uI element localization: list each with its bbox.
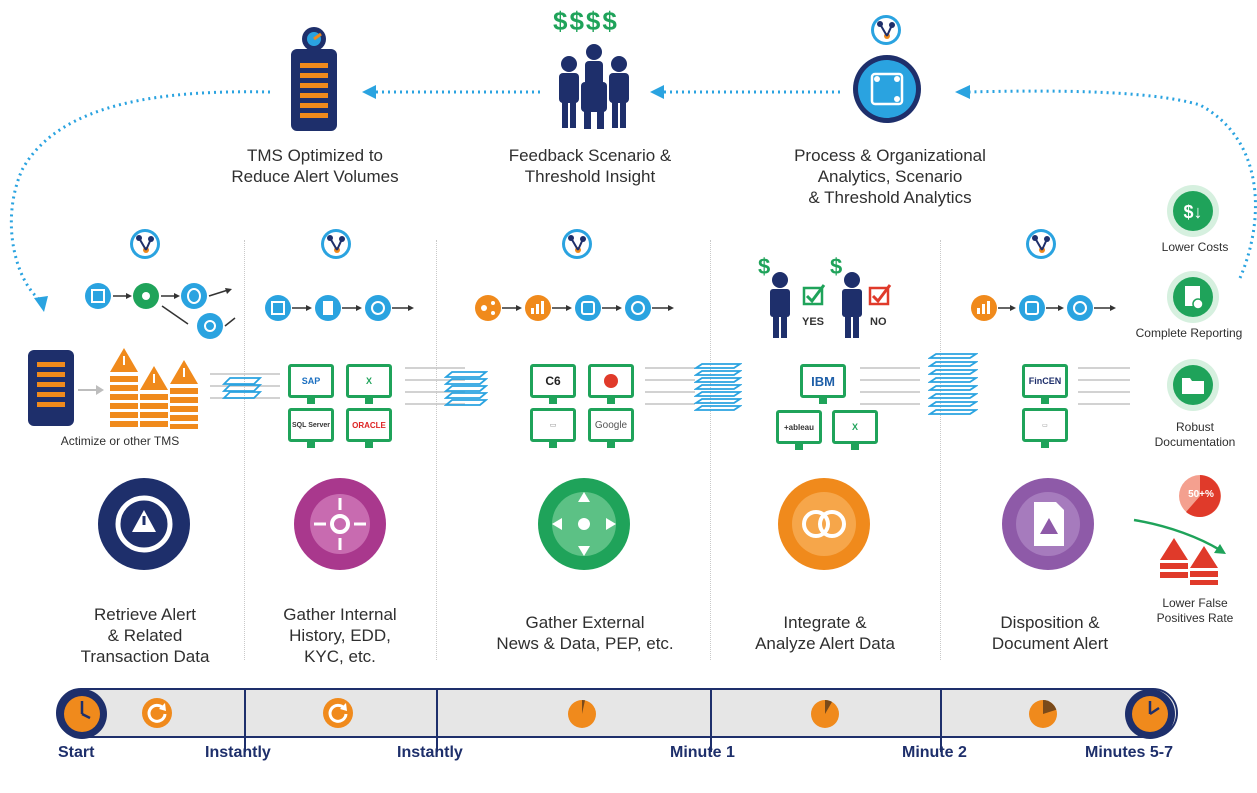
integrate-analyze-icon	[778, 478, 870, 570]
workflow-chain-1	[85, 283, 236, 339]
timeline-label-instantly-1: Instantly	[205, 744, 271, 761]
timeline-label-minute-1: Minute 1	[670, 744, 735, 761]
hub-icon	[1026, 229, 1056, 259]
yes-label: YES	[802, 316, 825, 328]
sap-monitor: SAP	[288, 364, 334, 404]
actimize-icon: ▭	[1022, 408, 1068, 448]
workflow-chain-2	[265, 295, 414, 321]
feedback-loop-arrows	[9, 85, 1257, 312]
c6-monitor: C6	[530, 364, 576, 404]
svg-text:$: $	[830, 254, 842, 279]
complete-reporting-label: Complete Reporting	[1135, 326, 1243, 340]
progress-pie-icon	[568, 699, 596, 728]
sql-server-monitor: SQL Server	[288, 408, 334, 448]
hub-icon	[321, 229, 351, 259]
data-flow-arrows	[210, 367, 1130, 405]
documentation-icon	[1167, 359, 1219, 411]
excel-icon: X	[346, 364, 392, 404]
source-server-icon	[28, 350, 74, 426]
fincen-monitor: FinCEN	[1022, 364, 1068, 404]
progress-pie-icon	[811, 700, 839, 728]
workflow-chain-5	[971, 295, 1116, 321]
column-separator	[436, 240, 437, 660]
refresh-icon	[323, 698, 353, 728]
end-clock-icon	[1125, 689, 1175, 739]
step-1-label: Retrieve Alert & Related Transaction Dat…	[80, 605, 210, 666]
dollar-signs: $$$$	[553, 6, 619, 36]
progress-pie-icon	[1029, 700, 1057, 728]
news-icon	[588, 364, 634, 404]
team-icon	[559, 44, 629, 129]
data-stack-icon	[444, 371, 488, 406]
analytics-label: Process & Organizational Analytics, Scen…	[794, 146, 986, 207]
column-separator	[940, 240, 941, 660]
analysts-decision-icon: $ $	[758, 254, 892, 338]
workflow-chain-3	[475, 295, 674, 321]
ibm-monitor: IBM	[800, 364, 846, 404]
timeline-label-minutes-5-7: Minutes 5-7	[1085, 744, 1174, 761]
refresh-icon	[142, 698, 172, 728]
column-separator	[710, 240, 711, 660]
robust-documentation-label: Robust Documentation	[1154, 420, 1236, 449]
timeline-label-start: Start	[58, 744, 95, 761]
timeline-bar	[56, 688, 1178, 738]
google-monitor: Google	[588, 408, 634, 448]
retrieve-alert-icon	[98, 478, 190, 570]
timeline-tick	[436, 688, 438, 752]
timeline-tick	[710, 688, 712, 752]
gather-external-icon	[538, 478, 630, 570]
tms-optimized-label: TMS Optimized to Reduce Alert Volumes	[231, 146, 399, 186]
step-5-label: Disposition & Document Alert	[991, 613, 1109, 653]
step-2-label: Gather Internal History, EDD, KYC, etc.	[283, 605, 397, 666]
step-4-label: Integrate & Analyze Alert Data	[755, 613, 895, 653]
hub-icon	[871, 15, 901, 45]
hub-icon	[130, 229, 160, 259]
hub-icon	[562, 229, 592, 259]
tableau-monitor: +ableau	[776, 410, 822, 450]
gather-internal-icon	[294, 478, 386, 570]
source-label: Actimize or other TMS	[60, 434, 180, 448]
column-separator	[244, 240, 245, 660]
server-icon	[291, 27, 337, 131]
oracle-monitor: ORACLE	[346, 408, 392, 448]
alert-stack-icon	[110, 348, 198, 429]
timeline-label-instantly-2: Instantly	[397, 744, 463, 761]
lower-costs-label: Lower Costs	[1161, 240, 1229, 254]
database-monitor: ▭	[530, 408, 576, 448]
data-stack-icon	[222, 377, 262, 399]
arrow-icon	[78, 385, 104, 395]
false-positive-reduction-icon	[1133, 475, 1226, 585]
reduction-badge: 50+%	[1188, 489, 1214, 500]
svg-text:$↓: $↓	[1183, 202, 1202, 222]
timeline-tick	[244, 688, 246, 752]
data-stack-icon	[694, 363, 742, 411]
timeline-tick	[940, 688, 942, 752]
svg-text:$: $	[758, 254, 770, 279]
complete-reporting-icon	[1167, 271, 1219, 323]
lower-costs-icon: $↓	[1167, 185, 1219, 237]
feedback-label: Feedback Scenario & Threshold Insight	[508, 146, 672, 186]
step-3-label: Gather External News & Data, PEP, etc.	[496, 613, 674, 653]
disposition-document-icon	[1002, 478, 1094, 570]
timeline-label-minute-2: Minute 2	[902, 744, 967, 761]
no-label: NO	[870, 316, 887, 328]
lower-false-positives-label: Lower False Positives Rate	[1156, 596, 1234, 625]
data-stack-icon	[928, 353, 978, 415]
excel-icon: X	[832, 410, 878, 450]
process-analytics-icon	[853, 55, 921, 123]
start-clock-icon	[57, 689, 107, 739]
